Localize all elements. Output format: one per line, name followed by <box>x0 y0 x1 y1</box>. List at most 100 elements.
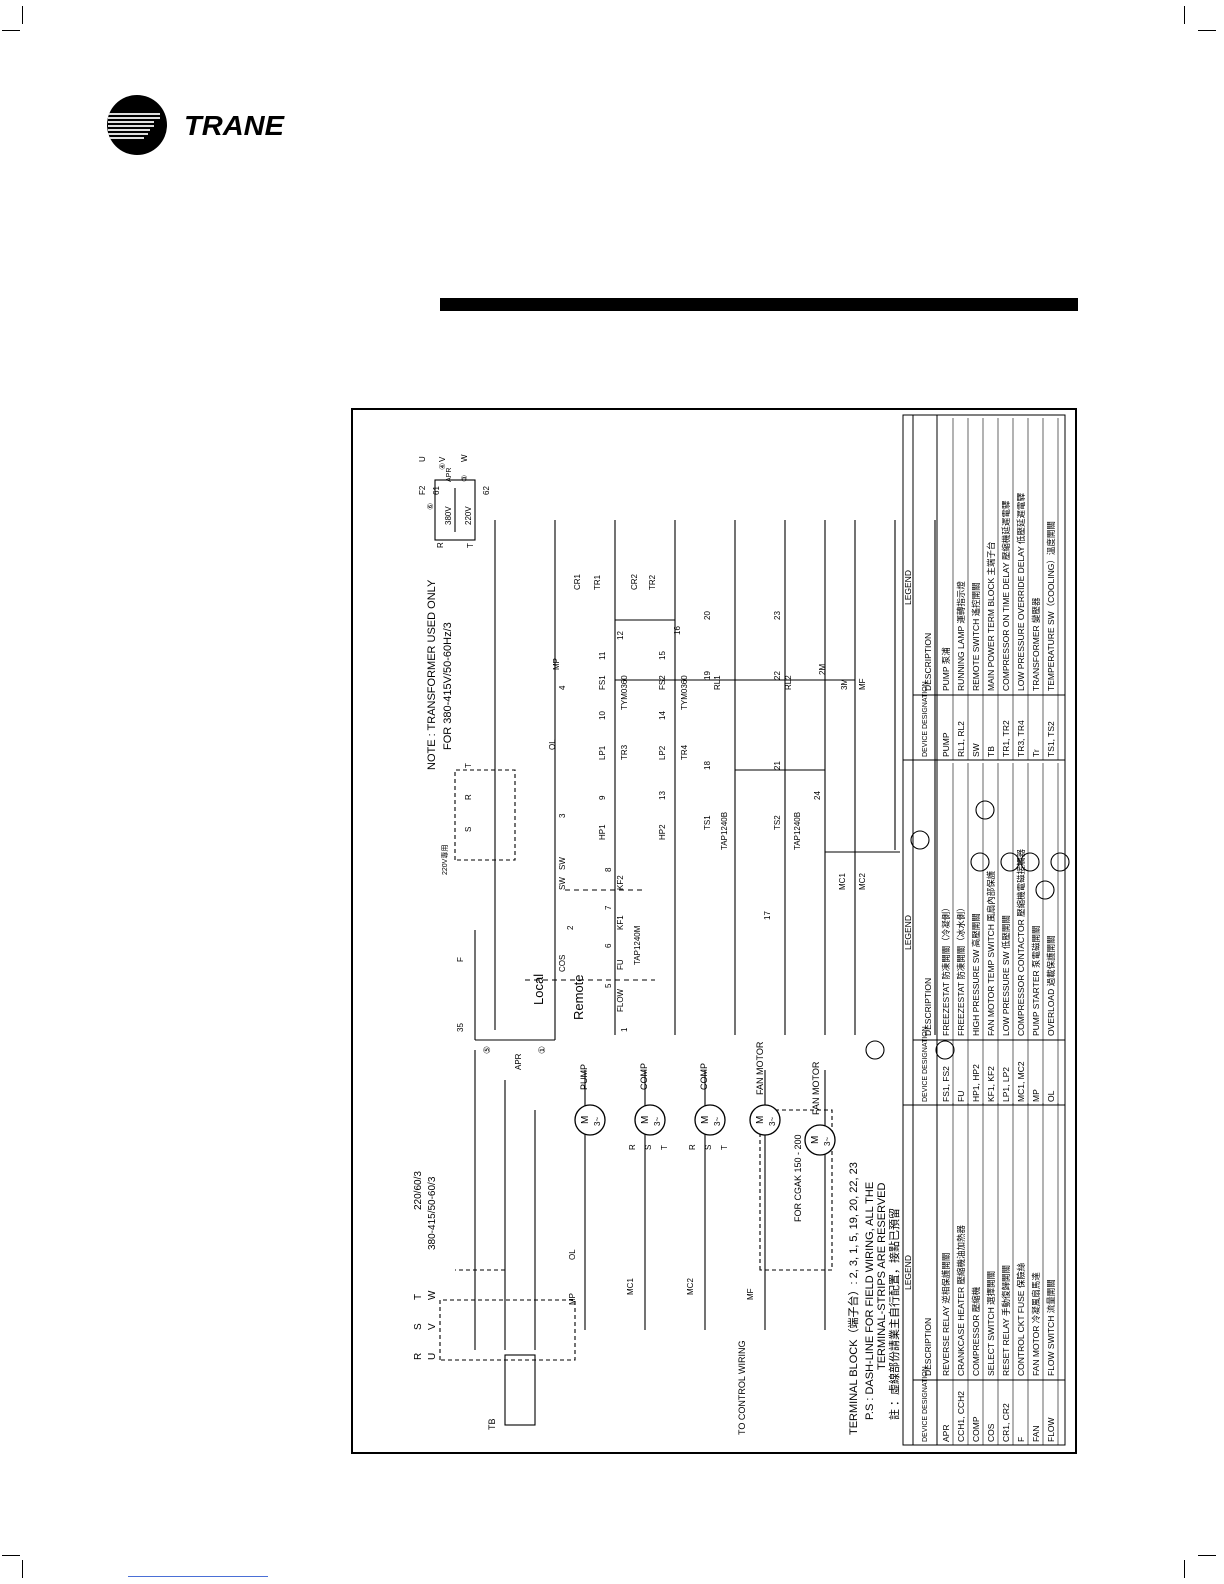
legend-device: TS1, TS2 <box>1046 721 1056 757</box>
motor-term-r: R <box>628 1144 637 1150</box>
note-line-2: FOR 380-415V/50-60Hz/3 <box>442 622 454 750</box>
tb-label: TB <box>487 1418 497 1430</box>
ladder-mc1: MC1 <box>838 873 847 890</box>
motor-m: M <box>580 1116 591 1124</box>
ladder-n23: 23 <box>773 611 782 620</box>
ladder-n18: 18 <box>703 761 712 770</box>
legend-col-device: DEVICE DESIGNATION <box>922 1026 929 1102</box>
ladder-tr4: TR4 <box>680 744 689 760</box>
ladder-cos: COS <box>558 955 567 972</box>
ladder-lp2: LP2 <box>658 745 667 760</box>
ladder-n12: 12 <box>616 631 625 640</box>
crop-mark <box>22 6 23 24</box>
legend-device: FU <box>956 1091 966 1102</box>
ladder-2m: 2M <box>818 664 827 675</box>
ladder-hp2: HP2 <box>658 824 667 840</box>
ladder-n17: 17 <box>763 911 772 920</box>
ladder-n4: 4 <box>558 685 567 690</box>
legend-device: COMP <box>971 1416 981 1442</box>
legend-description: REVERSE RELAY 逆相保護開關 <box>941 1253 951 1376</box>
ladder-fu: FU <box>616 959 625 970</box>
motor-m: M <box>700 1116 711 1124</box>
ladder-tap1240b-1: TAP1240B <box>720 812 729 850</box>
ladder-n8: 8 <box>604 867 613 872</box>
legend-device: MP <box>1031 1089 1041 1102</box>
xfmr-61: 61 <box>432 486 441 495</box>
ladder-3m: 3M <box>840 679 849 690</box>
phase-w: W <box>427 1290 438 1300</box>
crop-mark <box>2 1555 20 1556</box>
legend-description: FREEZESTAT 防凍開關（冷凝側） <box>941 903 951 1036</box>
motor-m: M <box>755 1116 766 1124</box>
legend-device: TB <box>986 746 996 757</box>
ladder-tr1: TR1 <box>593 574 602 590</box>
cgak-note: FOR CGAK 150 - 200 <box>793 1134 803 1222</box>
xfmr-u: U <box>418 456 427 462</box>
motor-term-s: S <box>644 1145 653 1150</box>
legend-description: FREEZESTAT 防凍開關（冰水側） <box>956 903 966 1036</box>
legend-description: TEMPERATURE SW（COOLING）溫度開關 <box>1046 521 1056 691</box>
ladder-t: T <box>464 763 473 768</box>
legend-device: CR1, CR2 <box>1001 1403 1011 1442</box>
legend-description: COMPRESSOR CONTACTOR 壓縮機電磁接觸器 <box>1016 848 1026 1036</box>
legend-description: FAN MOTOR TEMP SWITCH 風扇內部保護 <box>986 870 996 1036</box>
legend-device: TR3, TR4 <box>1016 720 1026 757</box>
legend-title: LEGEND <box>903 1255 913 1290</box>
motor-name: COMP <box>639 1063 649 1090</box>
motor-name: COMP <box>699 1063 709 1090</box>
contact-mc2: MC2 <box>686 1278 695 1295</box>
motor-m: M <box>810 1136 821 1144</box>
legend-device: COS <box>986 1423 996 1442</box>
legend-col-device: DEVICE DESIGNATION <box>922 681 929 757</box>
xfmr-f2: F2 <box>418 485 427 495</box>
ladder-ol: OL <box>548 739 557 750</box>
ladder-n20: 20 <box>703 611 712 620</box>
ladder-n3: 3 <box>558 813 567 818</box>
legend-description: PUMP 泵浦 <box>941 647 951 691</box>
ladder-n22: 22 <box>773 671 782 680</box>
motor-3phase: 3~ <box>713 1117 722 1126</box>
legend-description: HIGH PRESSURE SW 高壓開關 <box>971 913 981 1036</box>
power-rating-2: 380-415/50-60/3 <box>427 1176 438 1250</box>
ladder-mc2: MC2 <box>858 873 867 890</box>
xfmr-v: V <box>438 456 447 462</box>
ladder-n2: 2 <box>566 925 575 930</box>
legend-description: FLOW SWITCH 流量開關 <box>1046 1279 1056 1376</box>
ps-note-3: 註 ：虛線部份請業主自行配置，接點已預留 <box>887 1208 901 1420</box>
ladder-1: 1 <box>620 1027 629 1032</box>
ladder-hp1: HP1 <box>598 824 607 840</box>
ladder-n7: 7 <box>604 905 613 910</box>
phase-u: U <box>427 1353 438 1360</box>
ladder-cr2: CR2 <box>630 573 639 590</box>
crop-mark <box>22 1560 23 1578</box>
legend-description: REMOTE SWITCH 遙控開關 <box>971 582 981 691</box>
legend-device: CCH1, CCH2 <box>956 1391 966 1442</box>
ladder-lp1: LP1 <box>598 745 607 760</box>
legend-description: COMPRESSOR 壓縮機 <box>971 1286 981 1376</box>
ladder-mf: MF <box>858 678 867 690</box>
legend-description: LOW PRESSURE SW 低壓開關 <box>1001 915 1011 1036</box>
terminal-block-note: TERMINAL BLOCK（端子台）: 2, 3, 1, 5, 19, 20,… <box>846 1162 860 1435</box>
note-line-1: NOTE : TRANSFORMER USED ONLY <box>426 579 438 770</box>
legend-title: LEGEND <box>903 570 913 605</box>
ladder-tym0360-1: TYM0360 <box>620 675 629 710</box>
contact-mp: MP <box>568 1293 577 1305</box>
ladder-tr2: TR2 <box>648 574 657 590</box>
legend-title: LEGEND <box>903 915 913 950</box>
legend-description: FAN MOTOR 冷凝風扇馬達 <box>1031 1272 1041 1376</box>
motor-term-t: T <box>660 1145 669 1150</box>
legend-description: CRANKCASE HEATER 壓縮機油加熱器 <box>956 1225 966 1376</box>
motor-term-s: S <box>704 1145 713 1150</box>
rotated-diagram: F2 61 62 380V 220V APR ④ ③ ⑥ R T U V W N… <box>355 410 1075 1450</box>
crop-mark <box>1198 30 1216 31</box>
phase-s: S <box>413 1323 424 1330</box>
ladder-n10: 10 <box>598 711 607 720</box>
xfmr-apr: APR <box>446 468 453 482</box>
crop-mark <box>2 30 20 31</box>
phase-v: V <box>427 1323 438 1330</box>
contact-mc1: MC1 <box>626 1278 635 1295</box>
legend-device: RL1, RL2 <box>956 721 966 757</box>
ladder-n14: 14 <box>658 711 667 720</box>
legend-description: PUMP STARTER 泵電磁開關 <box>1031 925 1041 1036</box>
